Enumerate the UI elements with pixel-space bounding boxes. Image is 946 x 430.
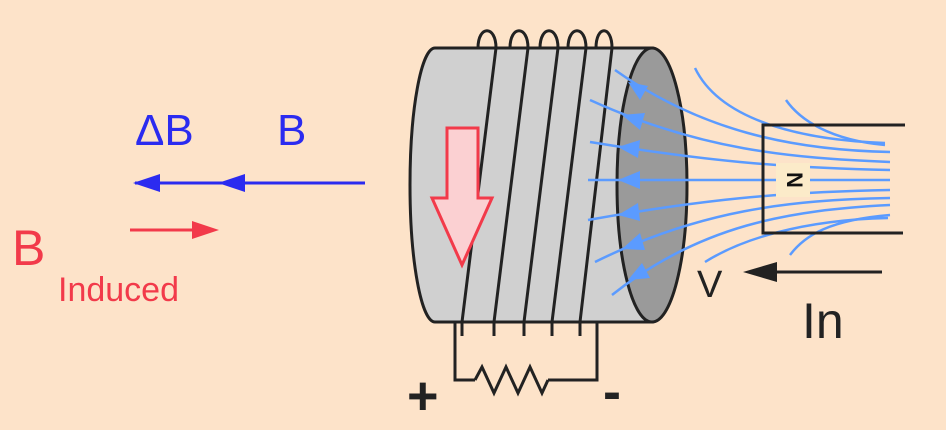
plus-terminal: + bbox=[407, 366, 439, 426]
b-field-label: B bbox=[277, 106, 306, 155]
induced-label: Induced bbox=[58, 271, 179, 309]
delta-b-label: ΔB bbox=[135, 106, 194, 155]
field-arrowheads bbox=[618, 82, 650, 280]
bar-magnet bbox=[761, 123, 905, 235]
minus-terminal: - bbox=[603, 362, 621, 422]
north-pole-badge bbox=[776, 163, 810, 197]
delta-b-arrow bbox=[133, 174, 365, 192]
induced-b-arrow bbox=[130, 221, 219, 239]
velocity-label: V bbox=[697, 264, 723, 306]
north-pole-label: N bbox=[782, 172, 807, 188]
induced-b-label: B bbox=[12, 220, 45, 276]
circuit-wire bbox=[453, 318, 599, 397]
coil-windings bbox=[460, 29, 614, 336]
induced-current-arrow bbox=[429, 126, 495, 269]
resistor-icon bbox=[473, 363, 550, 397]
motion-direction-label: In bbox=[802, 293, 844, 349]
velocity-arrow bbox=[743, 262, 882, 282]
